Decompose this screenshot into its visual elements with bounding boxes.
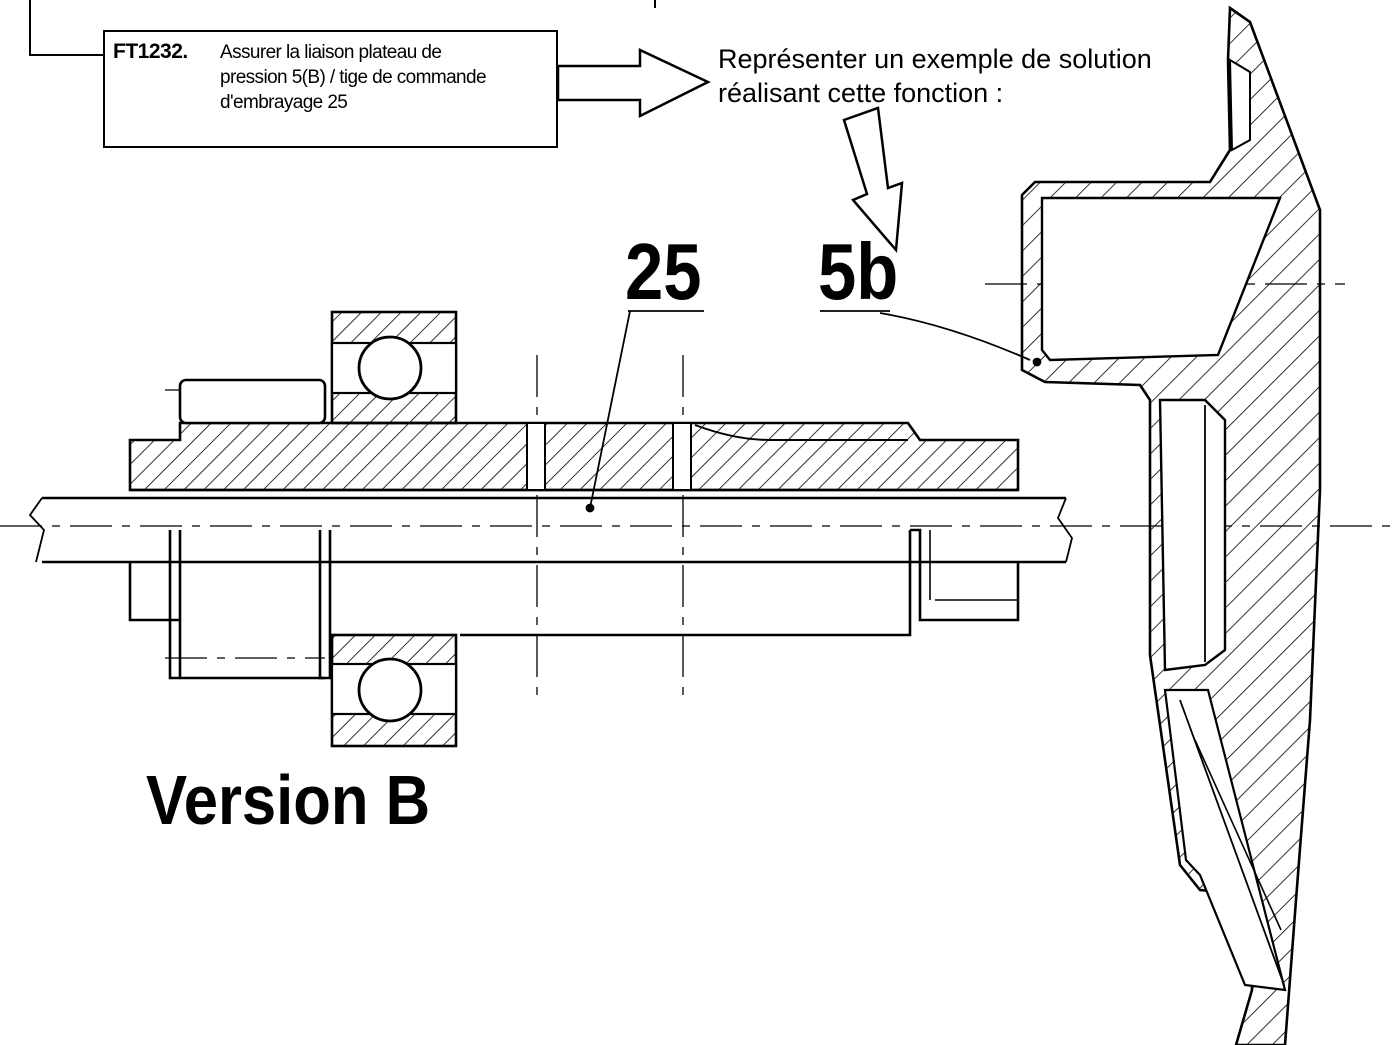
version-label: Version B	[146, 761, 431, 839]
hollow-arrow-down	[842, 106, 904, 254]
hollow-shaft-lower-outline	[128, 528, 1020, 680]
hollow-shaft-section	[128, 421, 1020, 492]
hollow-arrow-right	[556, 48, 711, 119]
function-line: pression 5(B) / tige de commande	[220, 67, 487, 88]
bearing-lower	[330, 633, 458, 748]
function-box-ft1232: FT1232. Assurer la liaison plateau de pr…	[103, 30, 558, 148]
leader-lines	[585, 310, 1042, 513]
pressure-plate-5b	[1020, 5, 1322, 1045]
function-description: Assurer la liaison plateau de pression 5…	[220, 40, 555, 115]
function-line: Assurer la liaison plateau de	[220, 42, 442, 63]
instruction-line: réalisant cette fonction :	[718, 78, 1004, 108]
part-label-25: 25	[625, 227, 702, 316]
part-label-5b: 5b	[818, 227, 899, 316]
function-tree-connector	[29, 0, 656, 56]
instruction-line: Représenter un exemple de solution	[718, 44, 1152, 74]
instruction-text: Représenter un exemple de solution réali…	[718, 42, 1152, 110]
function-line: d'embrayage 25	[220, 92, 348, 113]
function-code: FT1232.	[113, 40, 188, 63]
bearing-upper	[178, 310, 458, 425]
control-rod-25	[28, 496, 1073, 564]
